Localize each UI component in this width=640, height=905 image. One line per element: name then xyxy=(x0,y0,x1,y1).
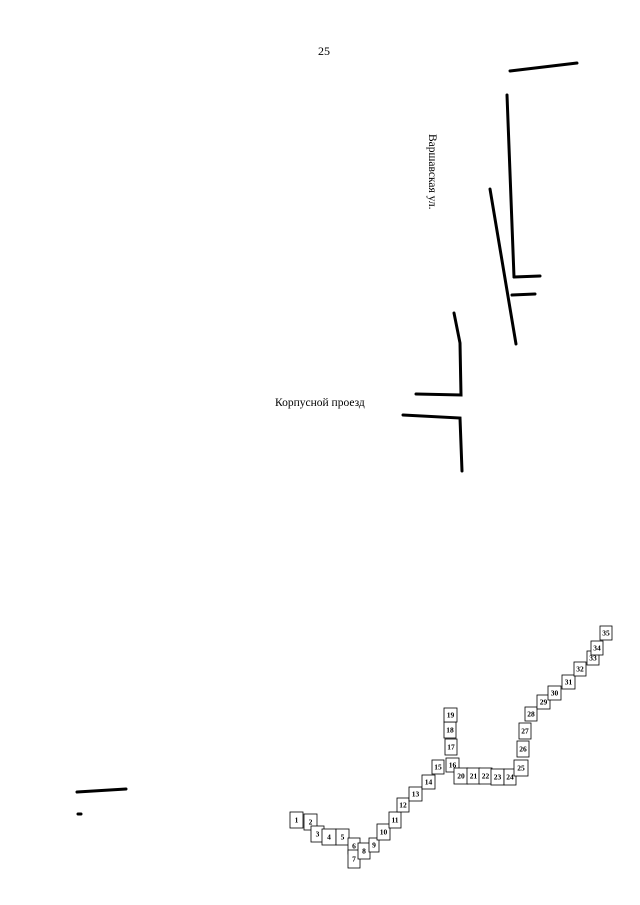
sheet-8: 8 xyxy=(357,842,371,860)
sheet-box xyxy=(518,722,532,740)
sheet-number: 33 xyxy=(589,654,597,663)
sheet-number: 16 xyxy=(449,761,457,770)
road-line-varshavskaya-east xyxy=(505,93,516,279)
sheet-31: 31 xyxy=(561,674,576,690)
sheet-20: 20 xyxy=(453,767,469,785)
sheet-number: 1 xyxy=(295,816,299,825)
road-line-korpusnoy-south xyxy=(401,413,464,473)
sheet-box xyxy=(536,694,551,710)
sheet-number: 29 xyxy=(540,698,548,707)
road-line-korpusnoy-north xyxy=(414,311,463,397)
sheet-5: 5 xyxy=(335,828,350,846)
sheet-number: 9 xyxy=(372,841,376,850)
road-line-top xyxy=(508,61,579,73)
sheet-number: 12 xyxy=(399,801,407,810)
sheet-28: 28 xyxy=(524,706,538,722)
sheet-number: 18 xyxy=(446,726,454,735)
sheet-32: 32 xyxy=(573,661,587,677)
sheet-number: 2 xyxy=(309,818,313,827)
sheet-number: 7 xyxy=(352,855,356,864)
sheet-number: 19 xyxy=(447,711,455,720)
sheet-number: 5 xyxy=(341,833,345,842)
sheet-10: 10 xyxy=(376,823,391,841)
sheet-number: 30 xyxy=(551,689,559,698)
sheet-number: 28 xyxy=(527,710,535,719)
sheet-23: 23 xyxy=(490,768,505,786)
sheet-box xyxy=(376,823,391,841)
sheet-number: 23 xyxy=(494,773,502,782)
sheet-12: 12 xyxy=(396,797,410,813)
sheet-number: 31 xyxy=(565,678,573,687)
sheet-number: 4 xyxy=(327,833,331,842)
sheet-box xyxy=(503,768,517,786)
sheet-box xyxy=(443,707,458,723)
sheet-box xyxy=(444,738,458,756)
sheet-number: 27 xyxy=(521,727,529,736)
sheet-30: 30 xyxy=(547,685,562,701)
sheet-box xyxy=(368,837,380,853)
sheet-34: 34 xyxy=(590,640,604,656)
sheet-number: 34 xyxy=(593,644,601,653)
sheet-box xyxy=(408,786,423,802)
sheet-21: 21 xyxy=(466,767,481,785)
sheet-number: 10 xyxy=(380,828,388,837)
sheet-number: 3 xyxy=(316,830,320,839)
sheet-18: 18 xyxy=(443,721,457,739)
sheet-box xyxy=(335,828,350,846)
street-label-korpusnoy: Корпусной проезд xyxy=(275,397,365,409)
road-line-varshavskaya-west-turn xyxy=(510,292,537,297)
sheet-number: 25 xyxy=(517,764,525,773)
sheet-35: 35 xyxy=(599,625,613,641)
sheet-box xyxy=(396,797,410,813)
sheet-number: 17 xyxy=(447,743,455,752)
sheet-box xyxy=(516,740,530,758)
sheet-number: 24 xyxy=(506,773,514,782)
sheet-number: 26 xyxy=(519,745,527,754)
sheet-9: 9 xyxy=(368,837,380,853)
sheet-box xyxy=(599,625,613,641)
sheet-17: 17 xyxy=(444,738,458,756)
road-line-varshavskaya-west xyxy=(488,187,518,346)
sheet-number: 14 xyxy=(425,778,433,787)
sheet-number: 32 xyxy=(576,665,584,674)
sheet-13: 13 xyxy=(408,786,423,802)
sheet-number: 20 xyxy=(457,772,465,781)
sheet-14: 14 xyxy=(421,774,436,790)
sheet-box xyxy=(421,774,436,790)
sheet-26: 26 xyxy=(516,740,530,758)
sheet-1: 1 xyxy=(289,811,304,829)
sheet-box xyxy=(547,685,562,701)
sheet-number: 11 xyxy=(391,816,398,825)
sheet-22: 22 xyxy=(478,767,493,785)
sheet-number: 22 xyxy=(482,772,490,781)
road-lines xyxy=(75,61,579,816)
sheet-number: 15 xyxy=(434,763,442,772)
sheet-29: 29 xyxy=(536,694,551,710)
sheet-box xyxy=(573,661,587,677)
sheet-box xyxy=(561,674,576,690)
sheet-box xyxy=(590,640,604,656)
sheet-25: 25 xyxy=(513,759,529,777)
sheet-box xyxy=(289,811,304,829)
road-line-varshavskaya-east-turn xyxy=(512,274,542,279)
page-number: 25 xyxy=(318,44,330,58)
sheet-number: 13 xyxy=(412,790,420,799)
sheet-number: 8 xyxy=(362,847,366,856)
sheet-box xyxy=(513,759,529,777)
sheet-4: 4 xyxy=(321,828,337,846)
sheet-box xyxy=(431,759,445,775)
sheet-number: 6 xyxy=(352,842,356,851)
sheet-number: 35 xyxy=(602,629,610,638)
sheet-19: 19 xyxy=(443,707,458,723)
sheet-11: 11 xyxy=(388,811,402,829)
sheet-27: 27 xyxy=(518,722,532,740)
sheet-24: 24 xyxy=(503,768,517,786)
sheet-box xyxy=(524,706,538,722)
legend-line xyxy=(75,787,128,794)
sheet-box xyxy=(388,811,402,829)
sheet-15: 15 xyxy=(431,759,445,775)
sheet-number: 21 xyxy=(470,772,478,781)
